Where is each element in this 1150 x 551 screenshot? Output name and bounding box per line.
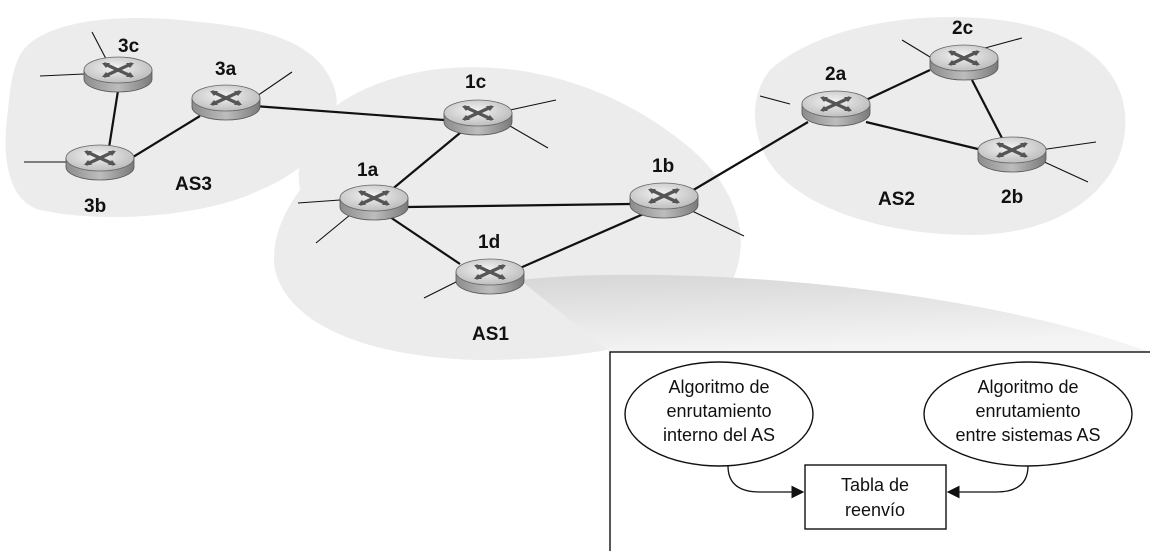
network-links: [106, 69, 1005, 270]
forwarding-table-line1: Tabla de: [841, 475, 909, 495]
inter-as-line3: entre sistemas AS: [955, 425, 1100, 445]
forwarding-table: [804, 464, 947, 530]
intra-as-line1: Algoritmo de: [668, 377, 769, 397]
router-1d-icon: [454, 257, 526, 296]
as3-region: [5, 18, 337, 218]
router-3a-label: 3a: [215, 59, 237, 80]
router-1d-label: 1d: [478, 232, 500, 253]
routing-detail-box: Algoritmo de enrutamiento interno del AS…: [609, 351, 1150, 551]
router-1a-label: 1a: [357, 160, 379, 181]
intra-as-line2: enrutamiento: [666, 401, 771, 421]
intra-as-line3: interno del AS: [663, 425, 775, 445]
router-2c-label: 2c: [952, 18, 974, 39]
router-2a-icon: [800, 89, 872, 128]
router-2a-label: 2a: [825, 64, 847, 85]
stub-links: [24, 31, 1097, 299]
router-3c-label: 3c: [118, 36, 140, 57]
router-3c-icon: [82, 55, 154, 94]
router-3a-icon: [190, 83, 262, 122]
inter-to-table-arrow: [946, 465, 1029, 499]
intra-to-table-arrow: [727, 465, 805, 499]
router-1b-icon: [628, 181, 700, 220]
router-1b-label: 1b: [652, 156, 674, 177]
inter-as-line2: enrutamiento: [975, 401, 1080, 421]
inter-as-line1: Algoritmo de: [977, 377, 1078, 397]
router-2c-icon: [928, 43, 1000, 82]
router-3b-label: 3b: [84, 196, 106, 217]
detail-beam: [520, 274, 1150, 352]
as2-region: [754, 17, 1126, 235]
as1-label: AS1: [472, 324, 509, 345]
router-1a-icon: [338, 183, 410, 222]
as2-label: AS2: [878, 189, 915, 210]
router-3b-icon: [64, 143, 136, 182]
router-1c-icon: [442, 98, 514, 137]
as3-label: AS3: [175, 174, 212, 195]
intra-as-routing-algorithm: [624, 361, 814, 467]
router-2b-icon: [976, 135, 1048, 174]
router-2b-label: 2b: [1001, 187, 1023, 208]
forwarding-table-line2: reenvío: [845, 500, 905, 520]
router-1c-label: 1c: [465, 72, 487, 93]
